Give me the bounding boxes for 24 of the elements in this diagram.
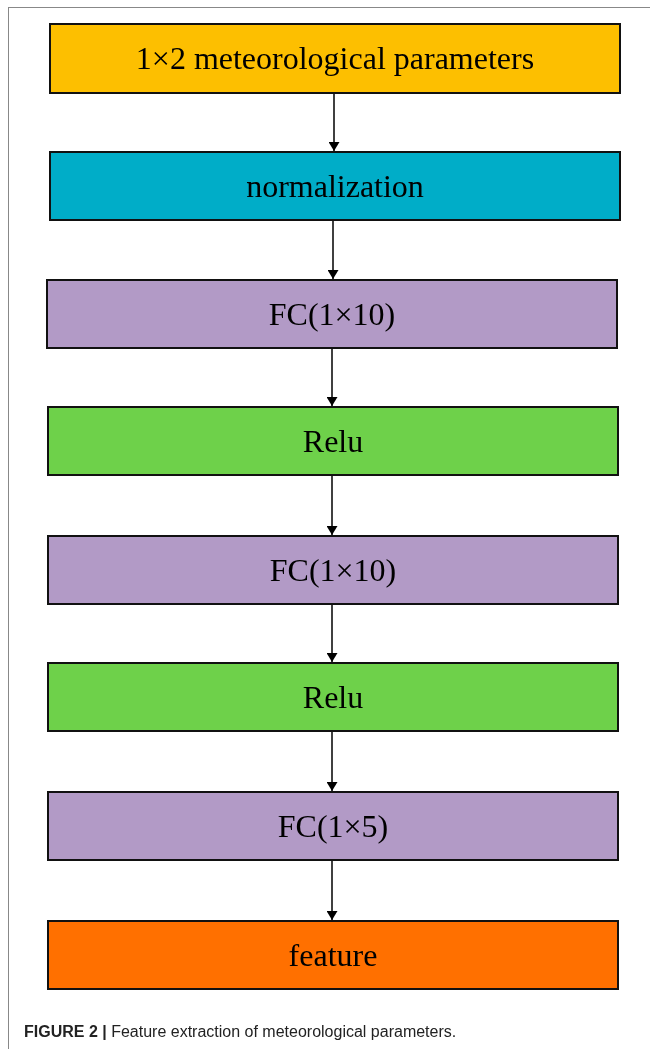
box-label: feature: [288, 936, 378, 974]
arrow: [327, 475, 337, 536]
arrow: [327, 860, 337, 921]
figure-caption: FIGURE 2 | Feature extraction of meteorological parameters.: [24, 1023, 457, 1041]
arrow: [327, 731, 337, 792]
box-label: 1×2 meteorological parameters: [135, 40, 535, 77]
process-box: [47, 535, 619, 605]
process-box: [47, 791, 619, 861]
process-box: [49, 23, 621, 94]
arrow: [329, 93, 339, 152]
arrow: [327, 348, 337, 407]
process-box: [47, 662, 619, 732]
arrow: [327, 604, 337, 663]
process-box: [49, 151, 621, 221]
box-label: normalization: [246, 167, 424, 205]
box-label: FC(1×5): [277, 807, 389, 845]
box-label: Relu: [302, 422, 364, 460]
process-box: [47, 920, 619, 990]
box-label: FC(1×10): [268, 295, 396, 333]
box-label: Relu: [302, 678, 364, 716]
box-label: FC(1×10): [269, 551, 397, 589]
arrow: [328, 220, 338, 280]
process-box: [46, 279, 618, 349]
process-box: [47, 406, 619, 476]
